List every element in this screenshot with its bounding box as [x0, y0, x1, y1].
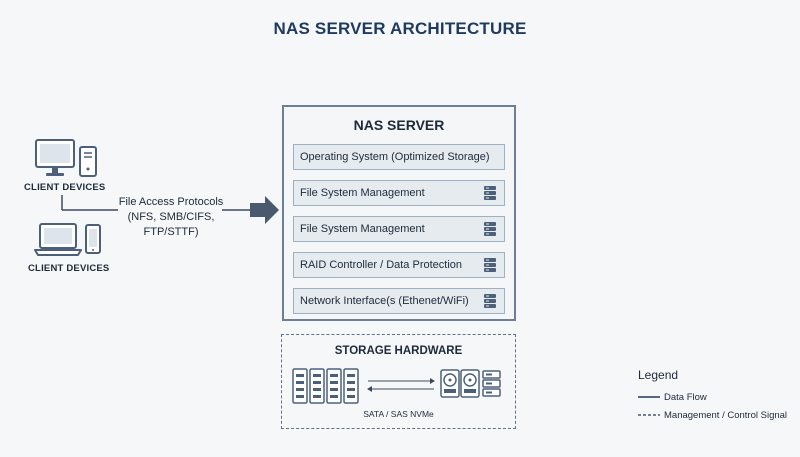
- nas-layer-label: RAID Controller / Data Protection: [300, 259, 463, 271]
- nas-layer-label: File System Management: [300, 223, 425, 235]
- nas-input-arrow: [250, 196, 279, 224]
- server-stack-icon: [484, 222, 496, 236]
- legend-item-control-signal: Management / Control Signal: [664, 410, 788, 421]
- storage-interface-label: SATA / SAS NVMe: [363, 409, 434, 419]
- nas-layer-raid-controller: RAID Controller / Data Protection: [293, 252, 505, 278]
- nas-layer-label: Network Interface(s (Ethenet/WiFi): [300, 295, 469, 307]
- hard-drive-icon: [440, 369, 501, 398]
- file-access-protocols-label: File Access Protocols (NFS, SMB/CIFS, FT…: [112, 195, 230, 240]
- protocols-line-1: File Access Protocols: [118, 196, 224, 208]
- nas-layer-operating-system: Operating System (Optimized Storage): [293, 144, 505, 170]
- nas-layer-label: File System Management: [300, 187, 425, 199]
- storage-hardware-box: STORAGE HARDWARE: [281, 334, 516, 429]
- nas-layer-label: Operating System (Optimized Storage): [300, 151, 490, 163]
- legend-title: Legend: [638, 368, 679, 382]
- nas-layer-file-system-2: File System Management: [293, 216, 505, 242]
- server-stack-icon: [484, 258, 496, 272]
- server-rack-icon: [292, 368, 359, 404]
- legend-item-data-flow: Data Flow: [664, 392, 707, 403]
- nas-server-box: NAS SERVER Operating System (Optimized S…: [282, 105, 516, 321]
- nas-layer-file-system-1: File System Management: [293, 180, 505, 206]
- desktop-computer-icon: [35, 139, 97, 177]
- nas-server-title: NAS SERVER: [353, 117, 445, 133]
- diagram-title: NAS SERVER ARCHITECTURE: [273, 19, 527, 38]
- client-devices-label-desktop: CLIENT DEVICES: [24, 182, 106, 193]
- storage-hardware-title: STORAGE HARDWARE: [334, 345, 463, 357]
- protocols-line-2: (NFS, SMB/CIFS, FTP/STTF): [127, 211, 215, 238]
- bidirectional-arrows: [367, 378, 435, 392]
- legend-swatches: [638, 396, 660, 416]
- nas-layer-network-interface: Network Interface(s (Ethenet/WiFi): [293, 288, 505, 314]
- client-devices-label-mobile: CLIENT DEVICES: [28, 263, 110, 274]
- server-stack-icon: [484, 186, 496, 200]
- server-stack-icon: [484, 294, 496, 308]
- laptop-phone-icon: [34, 223, 101, 256]
